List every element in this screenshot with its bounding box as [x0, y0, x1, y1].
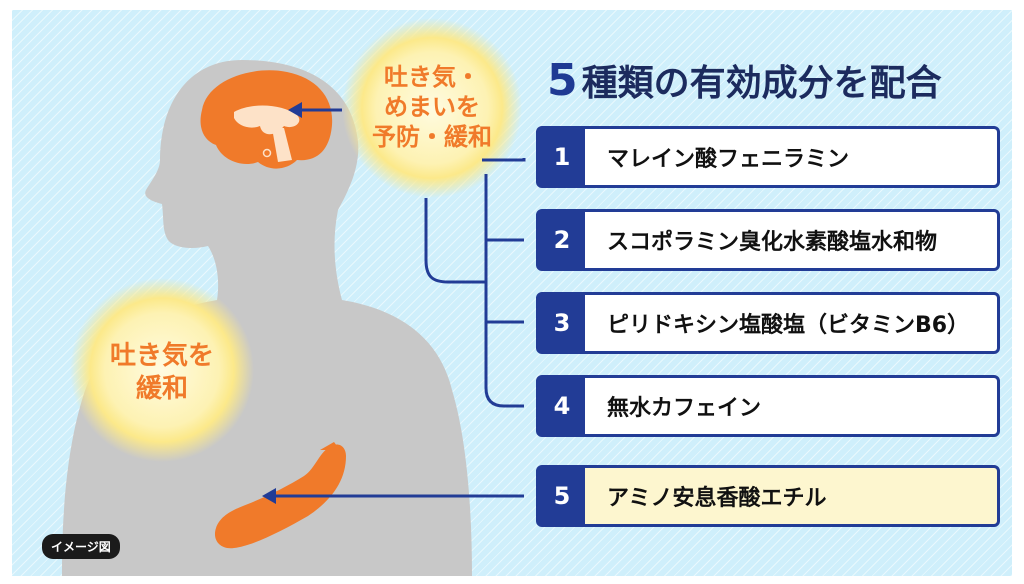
brainstem — [272, 128, 292, 162]
chest-bubble-text: 吐き気を 緩和 — [109, 341, 214, 404]
connector-lines — [424, 158, 526, 408]
arrow-to-stomach — [262, 488, 276, 504]
inner-ear — [241, 139, 259, 153]
illustration — [62, 18, 526, 576]
ingredient-row-5: 5 アミノ安息香酸エチル — [536, 465, 1000, 527]
brain-inner — [234, 105, 300, 135]
head-bubble — [342, 18, 522, 198]
title-number: 5 — [547, 55, 578, 106]
ingredient-number: 3 — [539, 295, 585, 351]
ingredient-row-3: 3 ピリドキシン塩酸塩（ビタミンB6） — [536, 292, 1000, 354]
ingredient-number: 4 — [539, 378, 585, 434]
cochlea — [259, 145, 275, 161]
title-text: 種類の有効成分を配合 — [581, 63, 942, 104]
chest-bubble — [70, 278, 254, 462]
ingredient-name: マレイン酸フェニラミン — [607, 147, 850, 172]
ingredient-row-2: 2 スコポラミン臭化水素酸塩水和物 — [536, 209, 1000, 271]
ingredient-number: 1 — [539, 129, 585, 185]
arrow-to-brain — [288, 102, 302, 118]
ingredient-row-1: 1 マレイン酸フェニラミン — [536, 126, 1000, 188]
arrows — [262, 102, 524, 504]
ingredient-row-4: 4 無水カフェイン — [536, 375, 1000, 437]
ingredient-name: アミノ安息香酸エチル — [607, 486, 827, 511]
ingredient-number: 5 — [539, 468, 585, 524]
ingredient-name: スコポラミン臭化水素酸塩水和物 — [607, 230, 938, 255]
ingredient-name: ピリドキシン塩酸塩（ビタミンB6） — [607, 313, 970, 338]
ingredient-number: 2 — [539, 212, 585, 268]
head-bubble-text: 吐き気・ めまいを 予防・緩和 — [372, 63, 492, 151]
ingredient-name: 無水カフェイン — [607, 396, 762, 421]
image-note-badge: イメージ図 — [42, 534, 120, 559]
